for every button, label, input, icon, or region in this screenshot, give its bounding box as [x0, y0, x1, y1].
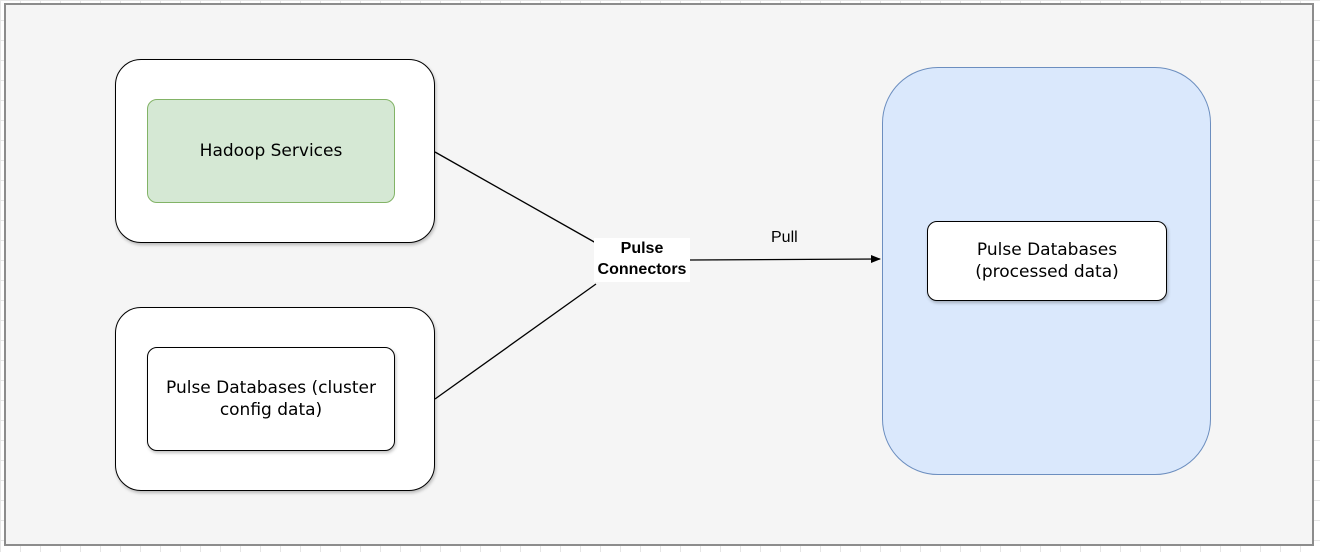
pulse-db-config-node[interactable]: Pulse Databases (cluster config data) — [147, 347, 395, 451]
pull-edge-label: Pull — [771, 229, 798, 246]
pulse-db-processed-node[interactable]: Pulse Databases (processed data) — [927, 221, 1167, 301]
pulse-connectors-node[interactable]: Pulse Connectors — [594, 238, 690, 282]
hadoop-services-node[interactable]: Hadoop Services — [147, 99, 395, 203]
